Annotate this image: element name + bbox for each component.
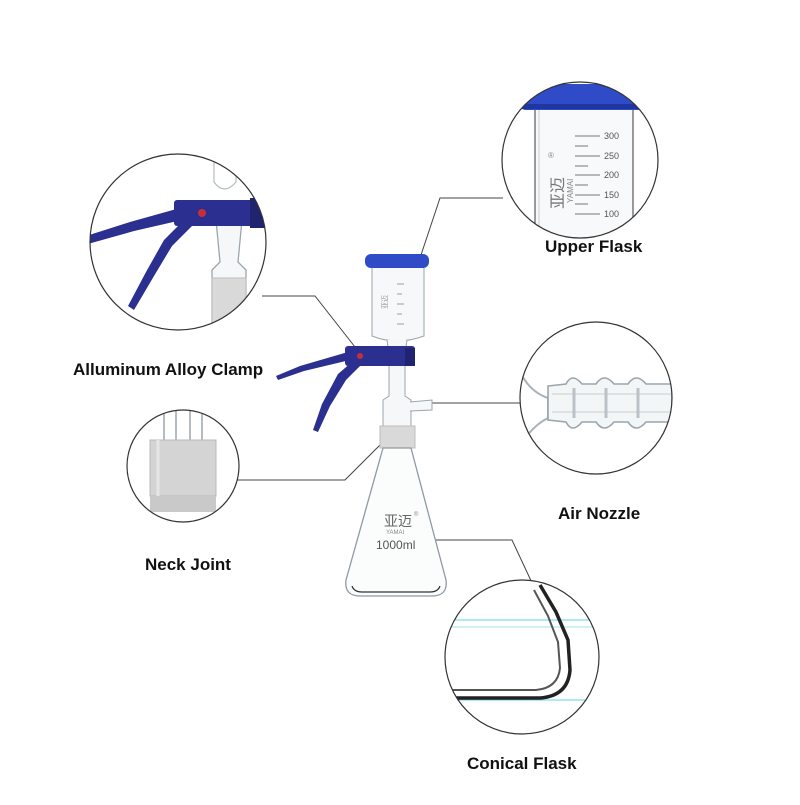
central-apparatus: 亚迈 亚迈 ® YAMAI 1000ml bbox=[276, 254, 447, 597]
leader-neck-joint bbox=[232, 436, 389, 481]
clamp-screw bbox=[357, 353, 363, 359]
air-nozzle-detail bbox=[519, 321, 673, 475]
graduation-200: 200 bbox=[604, 170, 619, 180]
upper-registered-mark: ® bbox=[548, 151, 554, 160]
label-neck-joint: Neck Joint bbox=[145, 555, 231, 574]
air-nozzle-circle bbox=[519, 321, 673, 475]
label-conical-flask: Conical Flask bbox=[467, 754, 577, 773]
upper-brand-cn: 亚迈 bbox=[549, 177, 567, 209]
neck-glass bbox=[382, 366, 412, 427]
leader-lines bbox=[232, 197, 534, 586]
conical-flask-detail bbox=[444, 579, 600, 735]
upper-flask-detail: 300 250 200 150 100 亚迈 YAMAI ® bbox=[501, 81, 659, 239]
flask-registered-mark: ® bbox=[414, 511, 419, 518]
upper-flask-circle bbox=[501, 81, 659, 239]
conical-flask-body bbox=[345, 447, 447, 597]
clamp-block bbox=[345, 346, 415, 366]
flask-wall-outer bbox=[445, 584, 572, 700]
graduation-150: 150 bbox=[604, 190, 619, 200]
neck-joint-circle bbox=[126, 409, 240, 523]
upper-flask-small-graduations bbox=[397, 283, 404, 325]
leader-clamp bbox=[262, 295, 356, 348]
clamp-detail bbox=[89, 153, 267, 331]
graduation-100: 100 bbox=[604, 209, 619, 219]
clamp-handle-lower-large bbox=[128, 222, 192, 310]
flask-wall-inner bbox=[445, 589, 562, 691]
label-upper-flask: Upper Flask bbox=[545, 237, 643, 256]
leader-conical-flask bbox=[420, 539, 534, 586]
clamp-screw-large bbox=[198, 209, 206, 217]
neck-joint-detail bbox=[126, 409, 240, 523]
label-air-nozzle: Air Nozzle bbox=[558, 504, 641, 523]
label-clamp: Alluminum Alloy Clamp bbox=[73, 360, 264, 379]
flask-brand-en: YAMAI bbox=[386, 530, 405, 536]
flask-brand-cn: 亚迈 bbox=[384, 513, 412, 529]
conical-flask-circle bbox=[444, 579, 600, 735]
leader-upper-flask bbox=[414, 197, 503, 274]
air-nozzle-small bbox=[409, 399, 433, 412]
neck-joint-sleeve bbox=[379, 425, 416, 449]
upper-brand-en: YAMAI bbox=[566, 179, 575, 203]
nozzle-tube bbox=[547, 377, 672, 429]
neck-joint-sleeve-large bbox=[149, 439, 217, 497]
clamp-jaw-right bbox=[405, 348, 415, 366]
flask-volume: 1000ml bbox=[376, 538, 415, 552]
clamp-block-large bbox=[174, 200, 266, 226]
clamp-circle bbox=[89, 153, 267, 331]
clamp-handle-upper-large bbox=[90, 208, 182, 244]
graduation-ticks bbox=[575, 135, 600, 215]
clamp-handle-lower bbox=[313, 362, 360, 432]
upper-flask-small-brand: 亚迈 bbox=[381, 295, 389, 309]
graduation-300: 300 bbox=[604, 131, 619, 141]
conical-flask-base bbox=[351, 585, 441, 593]
upper-flask-body bbox=[371, 268, 425, 342]
graduation-250: 250 bbox=[604, 151, 619, 161]
clamp-handle-upper bbox=[276, 352, 350, 380]
upper-flask-lid bbox=[365, 254, 429, 268]
